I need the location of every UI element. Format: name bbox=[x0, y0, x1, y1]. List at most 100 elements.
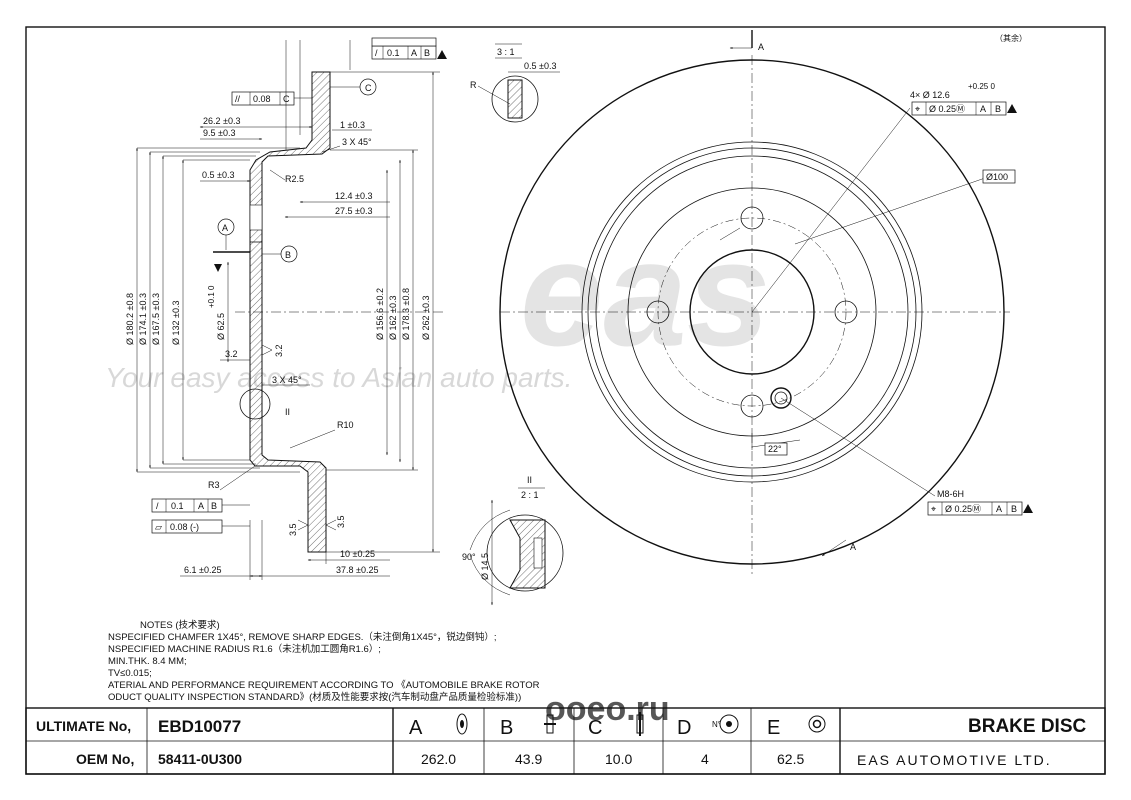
svg-text:0.08 (-): 0.08 (-) bbox=[170, 522, 199, 532]
note-line: ATERIAL AND PERFORMANCE REQUIREMENT ACCO… bbox=[108, 680, 540, 691]
svg-text:⌖: ⌖ bbox=[915, 104, 920, 114]
col-d-letter: D bbox=[677, 717, 691, 739]
svg-text:6.1 ±0.25: 6.1 ±0.25 bbox=[184, 565, 221, 575]
detail-ii-callout bbox=[239, 388, 271, 420]
svg-text:B: B bbox=[995, 104, 1001, 114]
svg-text:R: R bbox=[470, 80, 477, 90]
svg-text:Ø 162 ±0.3: Ø 162 ±0.3 bbox=[388, 296, 398, 340]
note-line: MIN.THK. 8.4 MM; bbox=[108, 656, 187, 667]
col-b-letter: B bbox=[500, 717, 513, 739]
svg-text:3 X 45°: 3 X 45° bbox=[272, 375, 302, 385]
svg-text:27.5 ±0.3: 27.5 ±0.3 bbox=[335, 206, 372, 216]
svg-text:0.5 ±0.3: 0.5 ±0.3 bbox=[524, 61, 556, 71]
svg-text:▱: ▱ bbox=[155, 522, 162, 532]
bottom-runout-fcf: / 0.1 A B bbox=[151, 498, 250, 513]
svg-text:+0.1 0: +0.1 0 bbox=[207, 285, 216, 308]
svg-text:22°: 22° bbox=[768, 444, 782, 454]
disc-outer-edge bbox=[499, 59, 1005, 565]
svg-text:B: B bbox=[285, 250, 291, 260]
svg-text:N°: N° bbox=[712, 720, 721, 729]
svg-text:A: A bbox=[850, 542, 856, 552]
disc-outer-diameter-icon bbox=[456, 713, 468, 735]
svg-text:C: C bbox=[283, 94, 290, 104]
svg-text:1 ±0.3: 1 ±0.3 bbox=[340, 120, 365, 130]
svg-text:A: A bbox=[222, 223, 228, 233]
ultimate-value: EBD10077 bbox=[158, 717, 241, 736]
svg-text:Ø 132 ±0.3: Ø 132 ±0.3 bbox=[171, 301, 181, 345]
parallel-fcf: // 0.08 C bbox=[231, 91, 312, 106]
svg-text:3.5: 3.5 bbox=[288, 523, 298, 536]
svg-text:B: B bbox=[424, 48, 430, 58]
bolt-holes-icon: N° bbox=[712, 714, 739, 734]
section-view: / 0.1 A B C // 0.08 C 26.2 ±0.3 9.5 ±0.3… bbox=[125, 37, 447, 580]
svg-text:37.8 ±0.25: 37.8 ±0.25 bbox=[336, 565, 378, 575]
svg-text:10 ±0.25: 10 ±0.25 bbox=[340, 549, 375, 559]
svg-text:B: B bbox=[1011, 504, 1017, 514]
svg-text:（其余）: （其余） bbox=[995, 33, 1027, 43]
note-line: NSPECIFIED MACHINE RADIUS R1.6（未注机加工圆角R1… bbox=[108, 643, 381, 655]
svg-text:+0.25 0: +0.25 0 bbox=[968, 82, 995, 91]
svg-text:A: A bbox=[411, 48, 417, 58]
svg-text:Ø 178.3 ±0.8: Ø 178.3 ±0.8 bbox=[401, 288, 411, 340]
col-c-letter: C bbox=[588, 717, 602, 739]
svg-text:90°: 90° bbox=[462, 552, 476, 562]
oem-label: OEM No, bbox=[76, 751, 134, 767]
disc-section-body bbox=[249, 71, 331, 553]
svg-text:⌖: ⌖ bbox=[931, 504, 936, 514]
svg-text:R2.5: R2.5 bbox=[285, 174, 304, 184]
bolt-hole-bottom bbox=[740, 394, 764, 418]
svg-text:A: A bbox=[198, 501, 204, 511]
svg-text:Ø 0.25Ⓜ: Ø 0.25Ⓜ bbox=[945, 504, 981, 514]
svg-text:26.2 ±0.3: 26.2 ±0.3 bbox=[203, 116, 240, 126]
svg-text:2 : 1: 2 : 1 bbox=[521, 490, 539, 500]
note-line: NSPECIFIED CHAMFER 1X45°, REMOVE SHARP E… bbox=[108, 631, 497, 643]
front-view: A A 4× Ø 12.6 +0.25 0 ⌖ Ø 0.25Ⓜ A B Ø100… bbox=[499, 30, 1033, 575]
watermark-logo: eas bbox=[520, 209, 770, 377]
svg-text:/: / bbox=[156, 501, 159, 511]
svg-text:Ø 180.2 ±0.8: Ø 180.2 ±0.8 bbox=[125, 293, 135, 345]
svg-text:Ø100: Ø100 bbox=[986, 172, 1008, 182]
svg-text:A: A bbox=[980, 104, 986, 114]
bolt-hole-top bbox=[740, 206, 764, 230]
svg-text:0.1: 0.1 bbox=[387, 48, 400, 58]
svg-text:II: II bbox=[285, 407, 290, 417]
svg-text:0.5 ±0.3: 0.5 ±0.3 bbox=[202, 170, 234, 180]
stamp-watermark: ooeo.ru bbox=[545, 690, 670, 728]
svg-text:Ø 14.5: Ø 14.5 bbox=[480, 553, 490, 580]
note-line: ODUCT QUALITY INSPECTION STANDARD》(材质及性能… bbox=[108, 691, 521, 703]
svg-text:Ø 62.5: Ø 62.5 bbox=[216, 313, 226, 340]
svg-text:9.5 ±0.3: 9.5 ±0.3 bbox=[203, 128, 235, 138]
detail-ii-view: II 2 : 1 90° Ø 14.5 bbox=[462, 475, 564, 606]
svg-text:3 X 45°: 3 X 45° bbox=[342, 137, 372, 147]
svg-text:4× Ø 12.6: 4× Ø 12.6 bbox=[910, 90, 950, 100]
col-a-value: 262.0 bbox=[421, 751, 456, 767]
center-bore-icon bbox=[808, 715, 826, 733]
svg-text:R10: R10 bbox=[337, 420, 354, 430]
company-name: EAS AUTOMOTIVE LTD. bbox=[857, 752, 1052, 768]
svg-text:Ø 156.6 ±0.2: Ø 156.6 ±0.2 bbox=[375, 288, 385, 340]
col-d-value: 4 bbox=[701, 751, 709, 767]
svg-text://: // bbox=[235, 94, 241, 104]
watermark-slogan: Your easy access to Asian auto parts. bbox=[105, 362, 572, 393]
svg-text:3.5: 3.5 bbox=[336, 515, 346, 528]
col-c-value: 10.0 bbox=[605, 751, 632, 767]
svg-text:3.2: 3.2 bbox=[225, 349, 238, 359]
svg-text:0.1: 0.1 bbox=[171, 501, 184, 511]
thread-position-fcf: ⌖ Ø 0.25Ⓜ A B bbox=[927, 501, 1033, 516]
notes: NOTES (技术要求) NSPECIFIED CHAMFER 1X45°, R… bbox=[108, 619, 540, 703]
col-e-letter: E bbox=[767, 717, 780, 739]
svg-text:A: A bbox=[758, 42, 764, 52]
svg-text:R3: R3 bbox=[208, 480, 220, 490]
detail-r-view: 3 : 1 R 0.5 ±0.3 bbox=[470, 43, 560, 123]
thread-hole bbox=[770, 387, 792, 409]
notes-title: NOTES (技术要求) bbox=[140, 619, 220, 631]
svg-text:A: A bbox=[996, 504, 1002, 514]
ultimate-label: ULTIMATE No, bbox=[36, 718, 131, 734]
svg-text:3.2: 3.2 bbox=[274, 344, 284, 357]
svg-text:Ø 174.1 ±0.3: Ø 174.1 ±0.3 bbox=[138, 293, 148, 345]
svg-text:Ø 262 ±0.3: Ø 262 ±0.3 bbox=[421, 296, 431, 340]
bolt-hole-right bbox=[834, 300, 858, 324]
product-name: BRAKE DISC bbox=[968, 716, 1087, 737]
bolt-hole-left bbox=[646, 300, 670, 324]
